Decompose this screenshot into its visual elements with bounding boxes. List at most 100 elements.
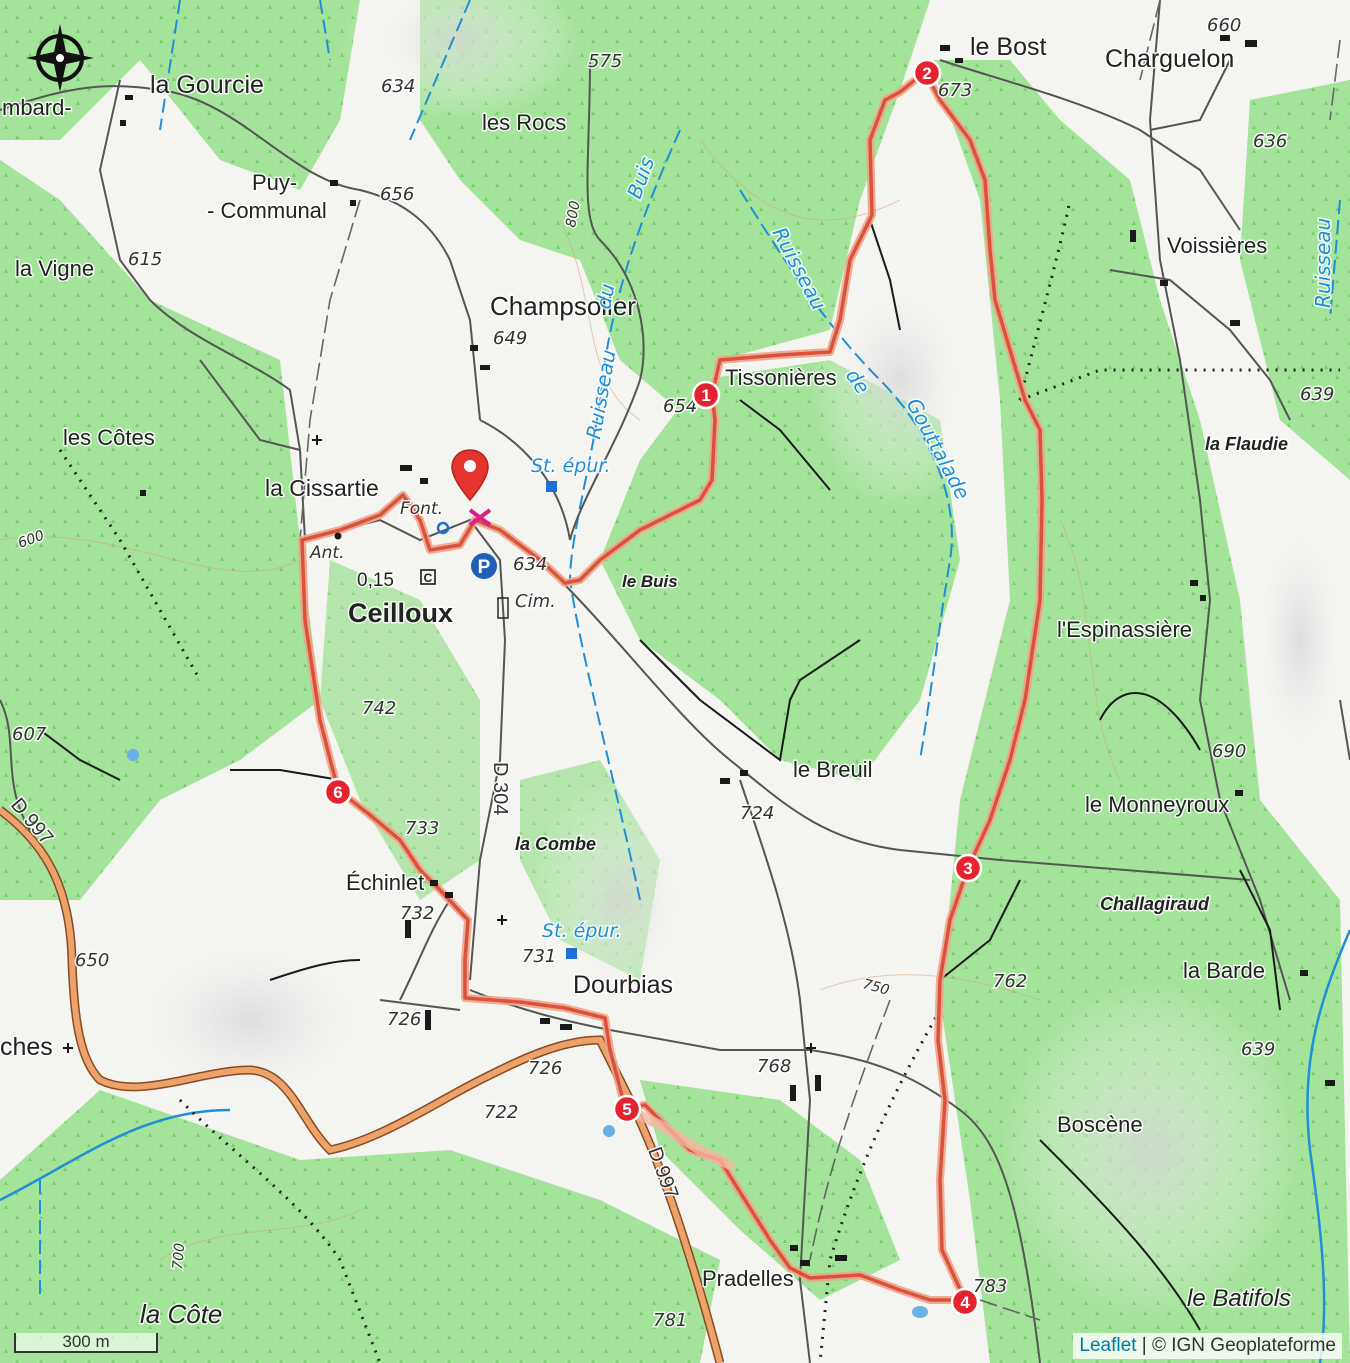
elevation-label: 660	[1207, 15, 1241, 36]
relief-shading	[90, 0, 1350, 1320]
place-label-le-batifols: le Batifols	[1187, 1285, 1291, 1312]
place-label-ceilloux: Ceilloux	[348, 598, 453, 628]
compass-rose-icon[interactable]	[26, 24, 94, 92]
parking-icon[interactable]: P	[471, 553, 497, 579]
hiking-route	[298, 68, 1046, 1304]
place-label-la-cote: la Côte	[140, 1299, 222, 1329]
waypoint-number: 2	[922, 64, 931, 83]
place-label-dourbias: Dourbias	[573, 971, 673, 999]
place-label-champsolier: Champsolier	[490, 291, 636, 321]
place-label-la-gourcie: la Gourcie	[150, 71, 264, 99]
road-label: D 304	[489, 762, 511, 815]
tracks	[299, 0, 1341, 1321]
place-label-la-barde: la Barde	[1183, 958, 1265, 983]
camping-label: C	[424, 571, 433, 585]
elevation-label: 634	[381, 76, 415, 97]
cross-icon	[63, 435, 816, 1053]
place-label-tissonieres: Tissonières	[725, 365, 837, 390]
elevation-label: 575	[588, 51, 622, 72]
footpaths	[39, 219, 1281, 1331]
attribution-separator: |	[1136, 1335, 1152, 1356]
elevation-label: 673	[938, 80, 972, 101]
waypoint-number: 5	[622, 1100, 631, 1119]
place-label-le-breuil: le Breuil	[793, 757, 872, 782]
fontaine-marker-icon	[468, 508, 492, 527]
elevation-label: 724	[740, 803, 774, 824]
waypoint-circle[interactable]	[912, 58, 942, 88]
scale-bar: 300 m	[14, 1333, 158, 1353]
map-label: Font.	[400, 499, 443, 519]
waypoint-3[interactable]: 3	[953, 853, 983, 883]
place-label-la-vigne: la Vigne	[15, 256, 94, 281]
place-label-le-bost: le Bost	[970, 33, 1046, 61]
water-station-icon	[566, 948, 577, 959]
pond-icon	[603, 1125, 615, 1137]
water-label: St. épur.	[531, 455, 611, 477]
waypoint-markers[interactable]: 1 2 3 4 5 6	[323, 58, 983, 1317]
place-label-la-cissartie: la Cissartie	[265, 475, 379, 501]
elevation-label: 690	[1212, 741, 1246, 762]
waypoint-circle[interactable]	[323, 777, 353, 807]
elevation-label: 726	[528, 1058, 562, 1079]
place-label-la-flaudie: la Flaudie	[1205, 434, 1288, 454]
leaflet-link[interactable]: Leaflet	[1079, 1335, 1137, 1356]
elevation-label: 615	[128, 249, 162, 270]
map-label: Cim.	[515, 591, 556, 612]
poi-markers: C P	[63, 435, 928, 1318]
elevation-label: 650	[75, 950, 109, 971]
boundaries	[58, 199, 1340, 1363]
water-label: du	[591, 282, 619, 311]
waypoint-number: 4	[960, 1293, 970, 1312]
elevation-labels: 5756346566156496546736606366396347426077…	[11, 14, 1336, 1333]
waypoint-number: 1	[701, 386, 710, 405]
place-label-communal: - Communal	[207, 198, 327, 223]
elevation-label: 636	[1253, 131, 1287, 152]
elevation-label: 726	[387, 1009, 421, 1030]
elevation-label: 733	[405, 818, 439, 839]
waypoint-circle[interactable]	[950, 1287, 980, 1317]
water-label: St. épur.	[542, 920, 622, 942]
waypoint-circle[interactable]	[691, 380, 721, 410]
waypoint-number: 3	[963, 859, 972, 878]
waypoint-6[interactable]: 6	[323, 777, 353, 807]
elevation-label: 634	[513, 554, 547, 575]
place-label-echinlet: Échinlet	[346, 870, 424, 895]
elevation-label: 731	[522, 946, 556, 967]
place-label-l-espinassiere: l'Espinassière	[1057, 617, 1192, 642]
waypoint-circle[interactable]	[953, 853, 983, 883]
cemetery-icon	[497, 597, 509, 619]
elevation-label: 783	[973, 1276, 1007, 1297]
water-station-icon	[546, 481, 557, 492]
pond-icon	[127, 749, 139, 761]
elevation-label: 639	[1300, 384, 1334, 405]
waypoint-1[interactable]: 1	[691, 380, 721, 410]
map-label: Ant.	[309, 543, 344, 563]
place-label-les-rocs: les Rocs	[482, 110, 566, 135]
start-location-pin-icon[interactable]	[451, 449, 489, 502]
waypoint-2[interactable]: 2	[912, 58, 942, 88]
map-label: 0,15	[357, 570, 394, 591]
place-label-la-combe: la Combe	[515, 834, 596, 854]
place-label-voissieres: Voissières	[1167, 233, 1267, 258]
river-east	[0, 929, 1350, 1363]
elevation-label: 654	[663, 396, 697, 417]
fountain-icon	[436, 521, 450, 535]
place-label-puy: Puy-	[252, 170, 297, 195]
elevation-label: 732	[400, 903, 434, 924]
waypoint-5[interactable]: 5	[612, 1094, 642, 1124]
place-label-les-cotes: les Côtes	[63, 425, 155, 450]
elevation-label: 639	[1241, 1039, 1275, 1060]
place-label-le-buis: le Buis	[622, 572, 678, 591]
elevation-label: 607	[12, 724, 47, 745]
waypoint-4[interactable]: 4	[950, 1287, 980, 1317]
waypoint-circle[interactable]	[612, 1094, 642, 1124]
water-label: Ruisseau	[1311, 218, 1335, 308]
map-attribution: Leaflet | © IGN Geoplateforme	[1073, 1333, 1342, 1359]
pond-icon	[912, 1306, 928, 1318]
svg-text:P: P	[478, 557, 491, 578]
